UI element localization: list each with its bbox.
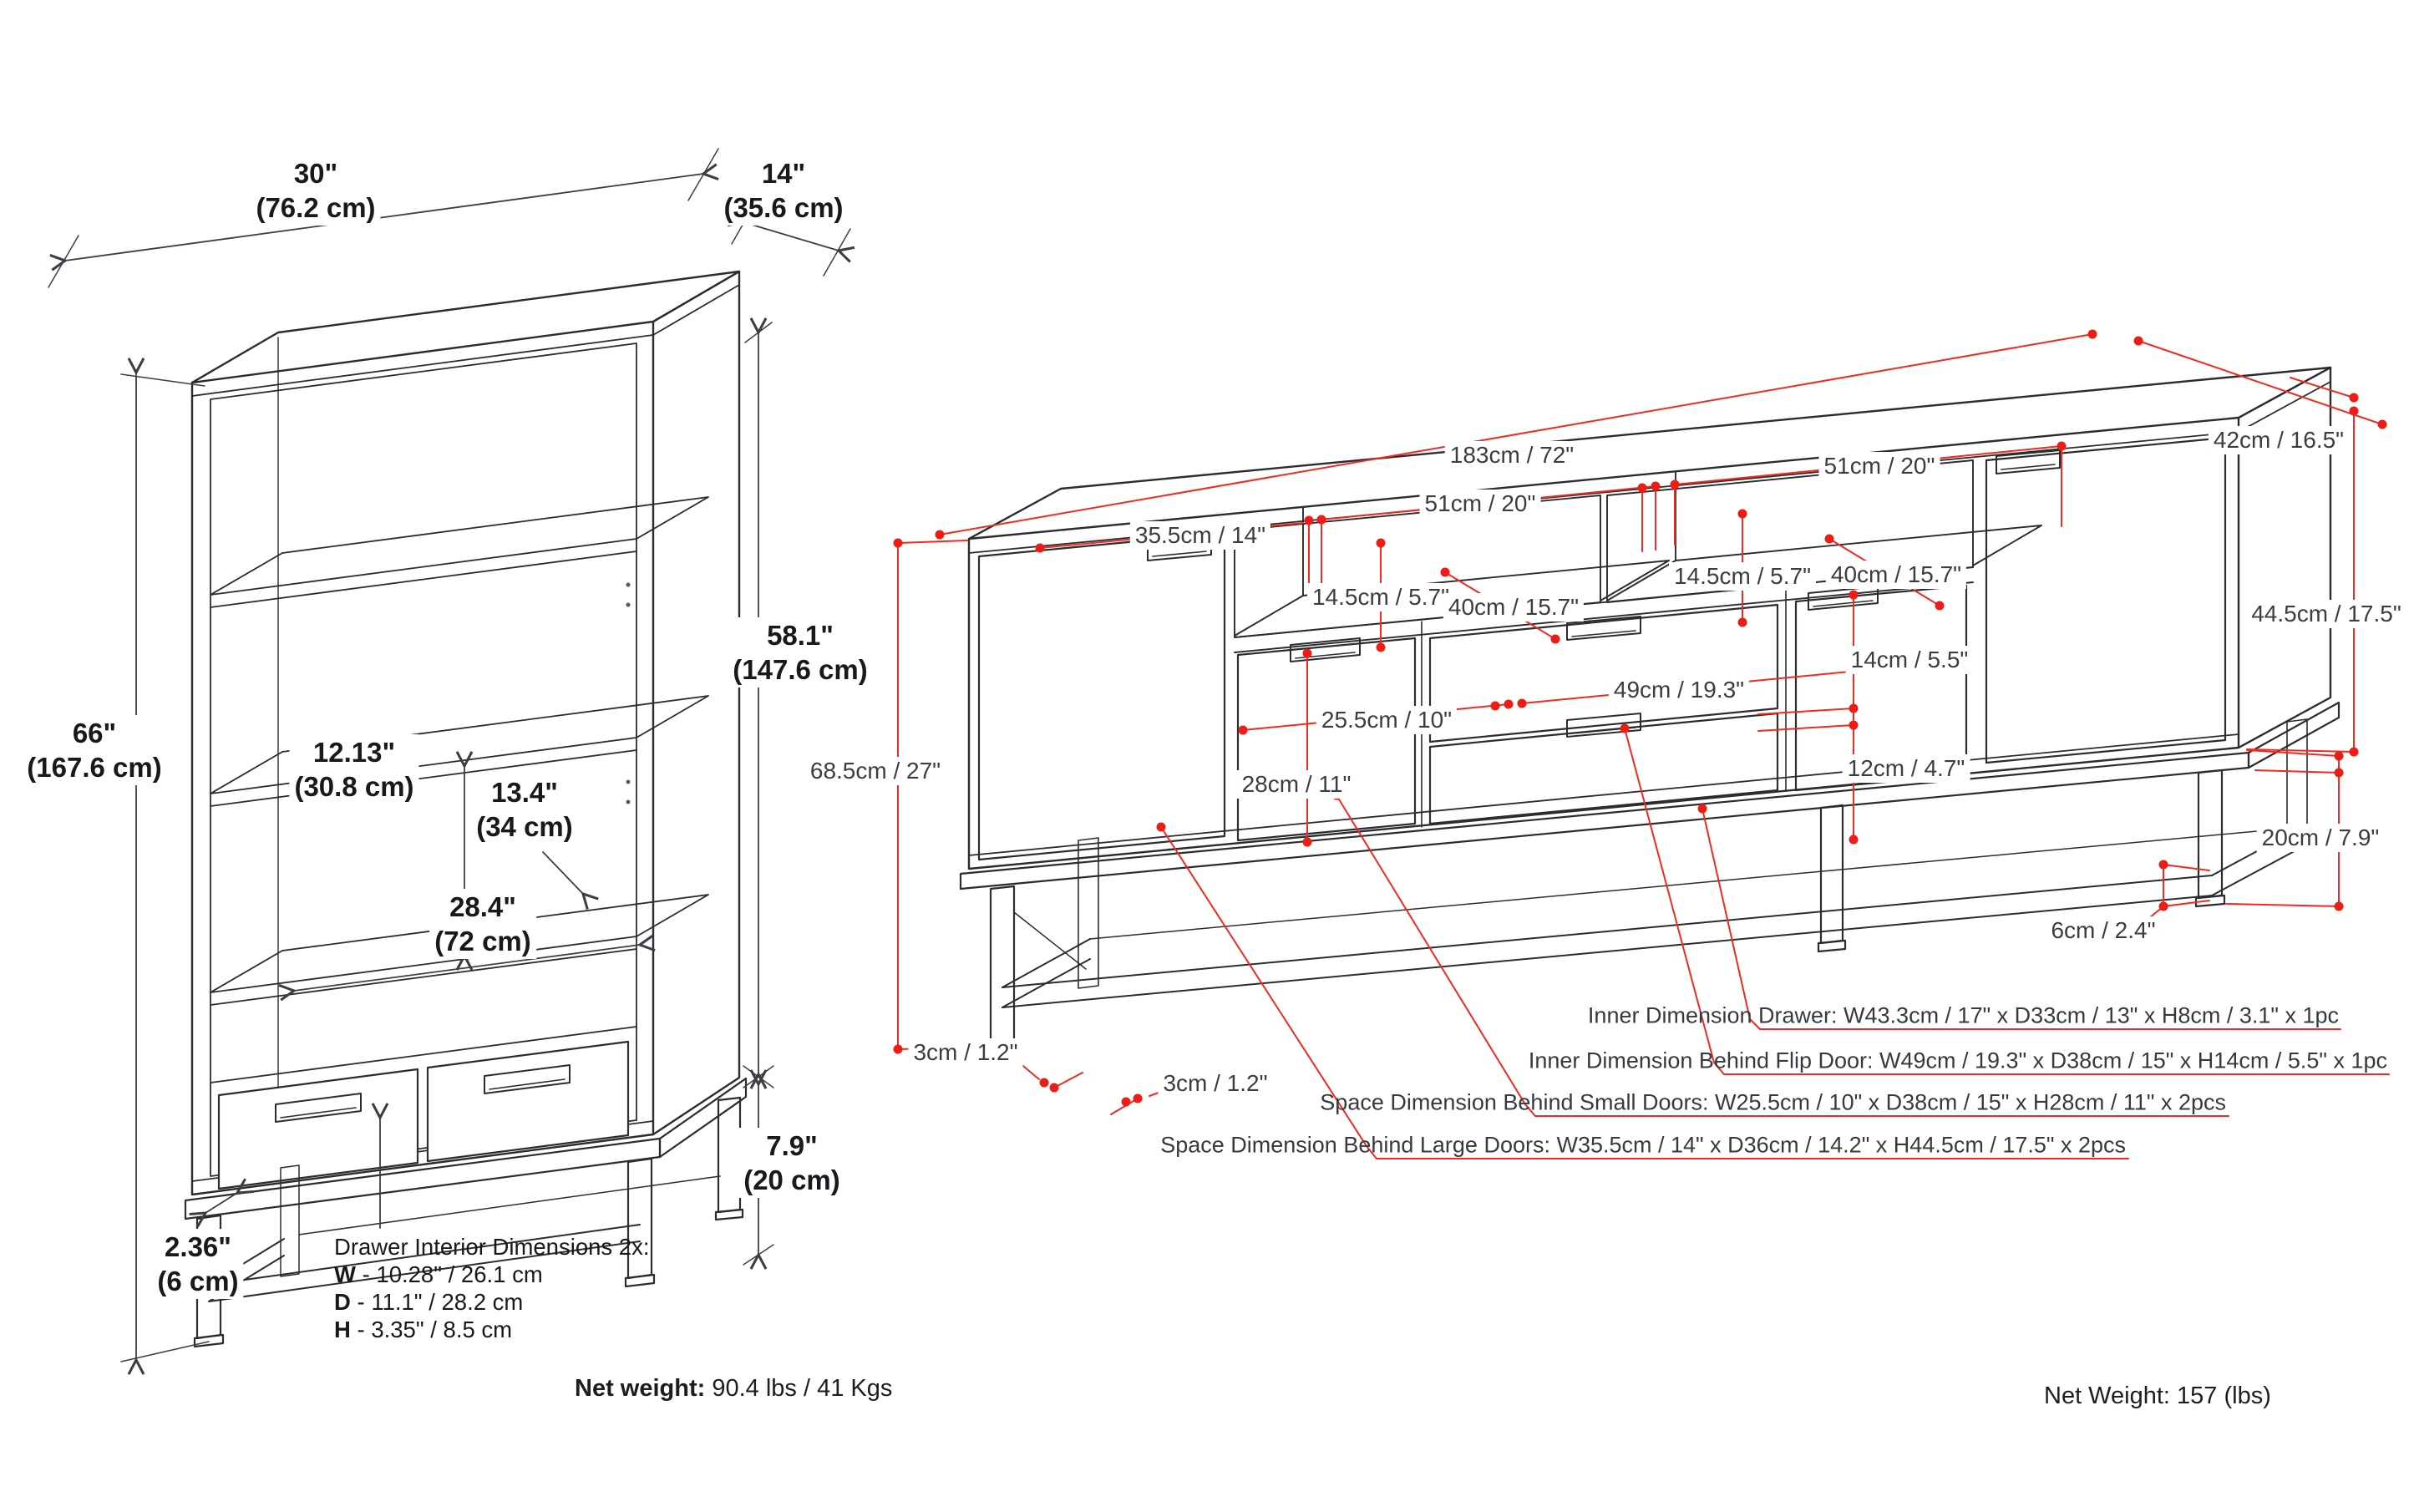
bookcase-base — [184, 1077, 748, 1348]
dim-cm: (20 cm) — [743, 1164, 840, 1195]
net-weight-value: 90.4 lbs / 41 Kgs — [705, 1375, 893, 1402]
tv-total-height-label: 68.5cm / 27" — [804, 757, 946, 785]
tv-total-width-label: 183cm / 72" — [1444, 441, 1580, 469]
drawer-note-depth: D - 11.1" / 28.2 cm — [334, 1288, 649, 1316]
dim-cm: (6 cm) — [157, 1266, 239, 1296]
tv-small-door-width-label: 25.5cm / 10" — [1316, 706, 1458, 734]
tv-flip-door-height-label: 14cm / 5.5" — [1845, 646, 1974, 674]
dim-cm: (35.6 cm) — [723, 192, 844, 223]
drawer-note-value: - 10.28" / 26.1 cm — [355, 1261, 543, 1287]
bookcase-leg-size-label: 2.36" (6 cm) — [152, 1229, 244, 1299]
tvstand-net-weight: Net Weight: 157 (lbs) — [2044, 1383, 2271, 1409]
note-space-small-doors: Space Dimension Behind Small Doors: W25.… — [1320, 1089, 2226, 1115]
bookcase-height-label: 66" (167.6 cm) — [22, 715, 167, 785]
drawer-note-title: Drawer Interior Dimensions 2x: — [334, 1234, 650, 1260]
tvstand-drawing — [959, 366, 2340, 1053]
bookcase-shelves — [210, 496, 709, 1083]
bookcase-body-height-label: 58.1" (147.6 cm) — [728, 617, 873, 688]
tv-drawer-height-label: 12cm / 4.7" — [1842, 754, 1970, 783]
dim-cm: (34 cm) — [476, 811, 573, 842]
tv-large-door-width-label: 35.5cm / 14" — [1129, 521, 1271, 550]
dim-inches: 66" — [72, 718, 117, 748]
bookcase-shelf-depth-label: 13.4" (34 cm) — [471, 774, 578, 845]
drawer-note-value: - 11.1" / 28.2 cm — [350, 1289, 524, 1315]
dim-inches: 58.1" — [767, 620, 834, 651]
bookcase-depth-label: 14" (35.6 cm) — [718, 155, 849, 226]
bookcase-net-weight: Net weight: 90.4 lbs / 41 Kgs — [575, 1375, 892, 1403]
dim-inches: 13.4" — [491, 777, 558, 808]
drawer-note-key: D — [334, 1289, 351, 1315]
drawer-note-key: H — [334, 1317, 351, 1342]
net-weight-label: Net weight: — [575, 1375, 706, 1402]
tv-door-height-label: 28cm / 11" — [1236, 770, 1357, 799]
bookcase-shelf-spacing-label: 12.13" (30.8 cm) — [289, 734, 419, 804]
tvstand-base — [959, 701, 2340, 1053]
tv-leg-inset-left-label: 3cm / 1.2" — [908, 1038, 1023, 1067]
bookcase-width-label: 30" (76.2 cm) — [251, 155, 381, 226]
note-inner-drawer: Inner Dimension Drawer: W43.3cm / 17" x … — [1587, 1002, 2339, 1028]
dim-cm: (147.6 cm) — [733, 654, 868, 685]
dim-inches: 14" — [761, 158, 806, 189]
dim-inches: 2.36" — [165, 1231, 231, 1262]
dim-inches: 30" — [293, 158, 338, 189]
drawer-note-height: H - 3.35" / 8.5 cm — [334, 1316, 649, 1343]
tv-leg-height-label: 6cm / 2.4" — [2046, 916, 2161, 945]
bookcase-dimension-lines — [48, 148, 850, 1362]
dim-inches: 12.13" — [312, 737, 396, 768]
bookcase-drawers — [217, 1040, 630, 1190]
tv-right-cubby-height-label: 14.5cm / 5.7" — [1668, 562, 1817, 591]
tv-leg-inset-right-label: 3cm / 1.2" — [1158, 1069, 1273, 1098]
tv-body-height-label: 44.5cm / 17.5" — [2246, 600, 2406, 628]
dim-cm: (76.2 cm) — [256, 192, 376, 223]
shelf-pin-holes — [626, 582, 631, 804]
note-inner-flip-door: Inner Dimension Behind Flip Door: W49cm … — [1528, 1048, 2387, 1073]
dim-cm: (30.8 cm) — [294, 771, 414, 802]
tv-left-opening-width-label: 51cm / 20" — [1419, 490, 1541, 518]
drawer-note-width: W - 10.28" / 26.1 cm — [334, 1261, 649, 1288]
tv-right-cubby-depth-label: 40cm / 15.7" — [1825, 561, 1967, 589]
tv-center-width-label: 49cm / 19.3" — [1608, 676, 1750, 704]
tvstand-red-dots — [893, 329, 2387, 1107]
tv-left-cubby-height-label: 14.5cm / 5.7" — [1306, 583, 1455, 611]
bookcase-drawing — [184, 270, 748, 1348]
dim-inches: 28.4" — [449, 891, 516, 922]
tv-depth-label: 42cm / 16.5" — [2208, 426, 2350, 454]
dim-cm: (167.6 cm) — [27, 752, 162, 783]
dim-cm: (72 cm) — [434, 926, 531, 956]
bookcase-base-height-label: 7.9" (20 cm) — [738, 1128, 845, 1198]
drawer-note-key: W — [334, 1261, 356, 1287]
tv-left-cubby-depth-label: 40cm / 15.7" — [1443, 593, 1585, 622]
drawer-note-value: - 3.35" / 8.5 cm — [350, 1317, 513, 1342]
note-space-large-doors: Space Dimension Behind Large Doors: W35.… — [1160, 1132, 2126, 1158]
tv-right-opening-width-label: 51cm / 20" — [1818, 452, 1940, 480]
tv-base-height-label: 20cm / 7.9" — [2256, 824, 2385, 852]
drawer-interior-note: Drawer Interior Dimensions 2x: W - 10.28… — [334, 1233, 649, 1343]
dim-inches: 7.9" — [766, 1130, 818, 1161]
bookcase-interior-width-label: 28.4" (72 cm) — [429, 889, 536, 959]
